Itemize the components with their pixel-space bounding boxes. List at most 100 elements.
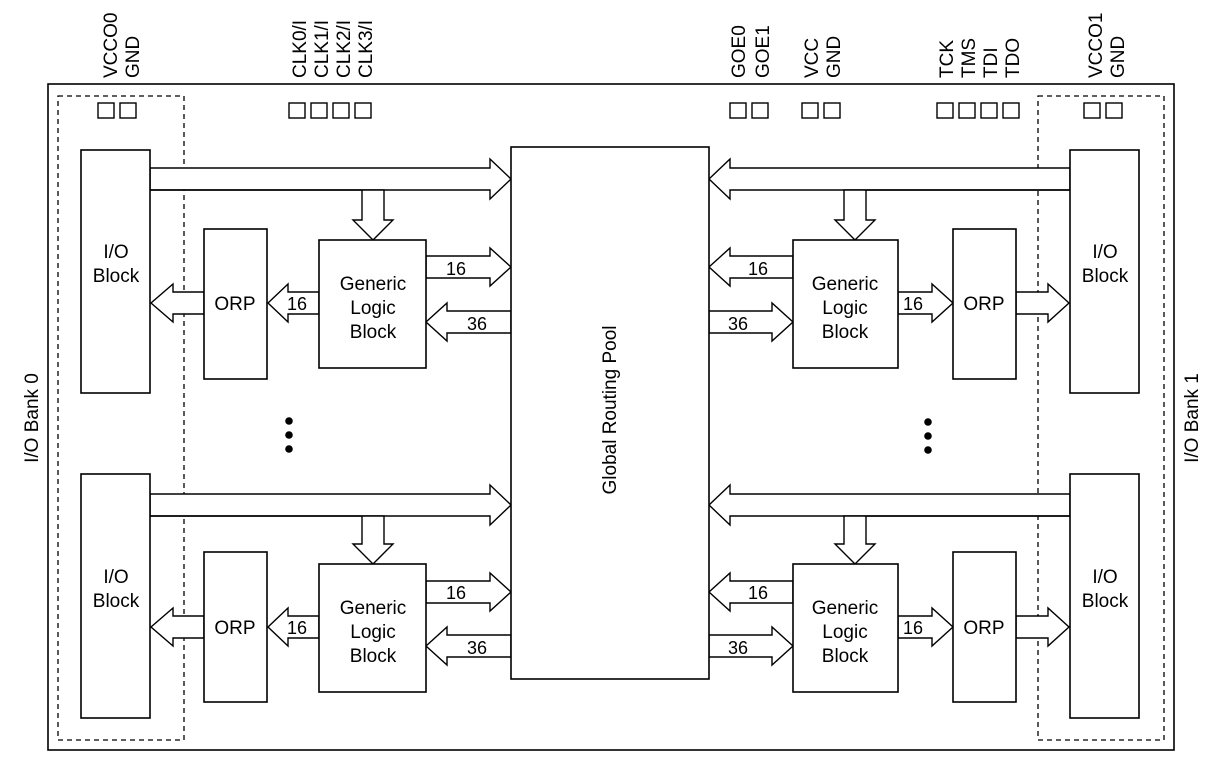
- pin-pad: [354, 102, 372, 119]
- bus-width-label: 16: [446, 583, 466, 603]
- pin-pad: [823, 102, 841, 119]
- io-bank-1-region: [1037, 95, 1165, 741]
- grp-to-glb-arrow: [424, 301, 512, 343]
- glb-to-grp-arrow: [707, 571, 794, 613]
- pin-pad: [980, 102, 998, 119]
- io-to-grp-arrow: [149, 157, 513, 201]
- pin-pad: [936, 102, 954, 119]
- io-to-grp-arrow: [707, 157, 1071, 201]
- bus-width-label: 16: [446, 259, 466, 279]
- bus-width-label: 16: [903, 294, 923, 314]
- pin-pad: [310, 102, 328, 119]
- io-block: [1069, 473, 1140, 719]
- glb-to-orp-arrow: [897, 606, 955, 648]
- generic-logic-block: [318, 563, 427, 693]
- global-routing-pool-label: Global Routing Pool: [600, 326, 621, 495]
- pin-pad: [729, 102, 747, 119]
- pin-pad: [1105, 102, 1123, 119]
- bus-width-label: 36: [467, 638, 487, 658]
- pin-label-gnd-right: GND: [1108, 36, 1129, 78]
- orp-block-label: ORP: [214, 618, 255, 639]
- glb-label: Block: [350, 646, 397, 667]
- io-block-label: Block: [1082, 591, 1129, 612]
- glb-label: Generic: [340, 598, 407, 619]
- glb-label: Generic: [812, 598, 879, 619]
- grp-to-glb-arrow: [708, 301, 795, 343]
- pin-label-goe0: GOE0: [729, 25, 750, 78]
- io-to-grp-arrow: [707, 483, 1071, 527]
- orp-block: [203, 551, 268, 703]
- pin-pad: [1083, 102, 1101, 119]
- glb-label: Generic: [340, 274, 407, 295]
- io-block: [80, 473, 151, 719]
- glb-to-orp-arrow: [266, 282, 320, 324]
- glb-label: Logic: [350, 622, 395, 643]
- pin-pad: [751, 102, 769, 119]
- pin-label-tdo: TDO: [1003, 38, 1024, 78]
- orp-block-label: ORP: [963, 294, 1004, 315]
- io-bank-0-label: I/O Bank 0: [22, 373, 43, 463]
- pin-label-gnd-mid: GND: [824, 36, 845, 78]
- orp-to-io-arrow: [149, 282, 205, 324]
- glb-to-grp-arrow: [707, 246, 794, 288]
- ellipsis-dot: [924, 432, 932, 440]
- grp-to-glb-arrow: [424, 625, 512, 667]
- io-block-label: Block: [1082, 266, 1129, 287]
- glb-to-grp-arrow: [425, 571, 513, 613]
- ellipsis-dot: [285, 431, 293, 439]
- pin-pad: [1002, 102, 1020, 119]
- io-to-grp-arrow: [149, 483, 513, 527]
- generic-logic-block: [318, 239, 427, 369]
- pin-pad: [119, 102, 137, 119]
- pin-label-vcc: VCC: [802, 38, 823, 78]
- pin-label-gnd-left: GND: [123, 36, 144, 78]
- glb-to-grp-arrow: [425, 246, 513, 288]
- pin-label-clk3: CLK3/I: [356, 20, 377, 78]
- glb-label: Block: [822, 322, 869, 343]
- bus-width-label: 16: [287, 618, 307, 638]
- bus-width-label: 16: [287, 294, 307, 314]
- pin-label-vcco1: VCCO1: [1086, 13, 1107, 78]
- ellipsis-dot: [285, 417, 293, 425]
- glb-label: Logic: [350, 298, 395, 319]
- pin-pad: [97, 102, 115, 119]
- pin-label-tck: TCK: [937, 40, 958, 78]
- bus-width-label: 16: [748, 259, 768, 279]
- io-block-label: I/O: [103, 567, 128, 588]
- pin-pad: [958, 102, 976, 119]
- pin-label-tms: TMS: [959, 38, 980, 78]
- io-block: [80, 149, 151, 394]
- generic-logic-block: [792, 563, 899, 693]
- io-bank-0-region: [57, 95, 185, 741]
- glb-to-orp-arrow: [266, 606, 320, 648]
- bus-width-label: 36: [467, 314, 487, 334]
- bus-width-label: 16: [748, 583, 768, 603]
- orp-block: [952, 551, 1017, 703]
- pin-label-clk1: CLK1/I: [312, 20, 333, 78]
- orp-block: [952, 228, 1017, 380]
- io-block: [1069, 149, 1140, 394]
- pin-pad: [801, 102, 819, 119]
- ellipsis-dot: [924, 418, 932, 426]
- orp-block: [203, 228, 268, 380]
- orp-block-label: ORP: [214, 294, 255, 315]
- glb-label: Logic: [822, 298, 867, 319]
- pin-label-goe1: GOE1: [753, 25, 774, 78]
- io-block-label: I/O: [1092, 242, 1117, 263]
- glb-label: Block: [822, 646, 869, 667]
- pin-label-tdi: TDI: [981, 47, 1002, 78]
- orp-to-io-arrow: [1015, 282, 1071, 324]
- ellipsis-dot: [285, 445, 293, 453]
- global-routing-pool: [510, 146, 710, 680]
- orp-block-label: ORP: [963, 618, 1004, 639]
- io-block-label: I/O: [103, 242, 128, 263]
- orp-to-io-arrow: [1015, 606, 1071, 648]
- io-bank-1-label: I/O Bank 1: [1182, 373, 1203, 463]
- bus-width-label: 36: [728, 314, 748, 334]
- pin-pad: [332, 102, 350, 119]
- glb-label: Generic: [812, 274, 879, 295]
- io-to-glb-arrow: [150, 189, 395, 241]
- glb-label: Logic: [822, 622, 867, 643]
- glb-label: Block: [350, 322, 397, 343]
